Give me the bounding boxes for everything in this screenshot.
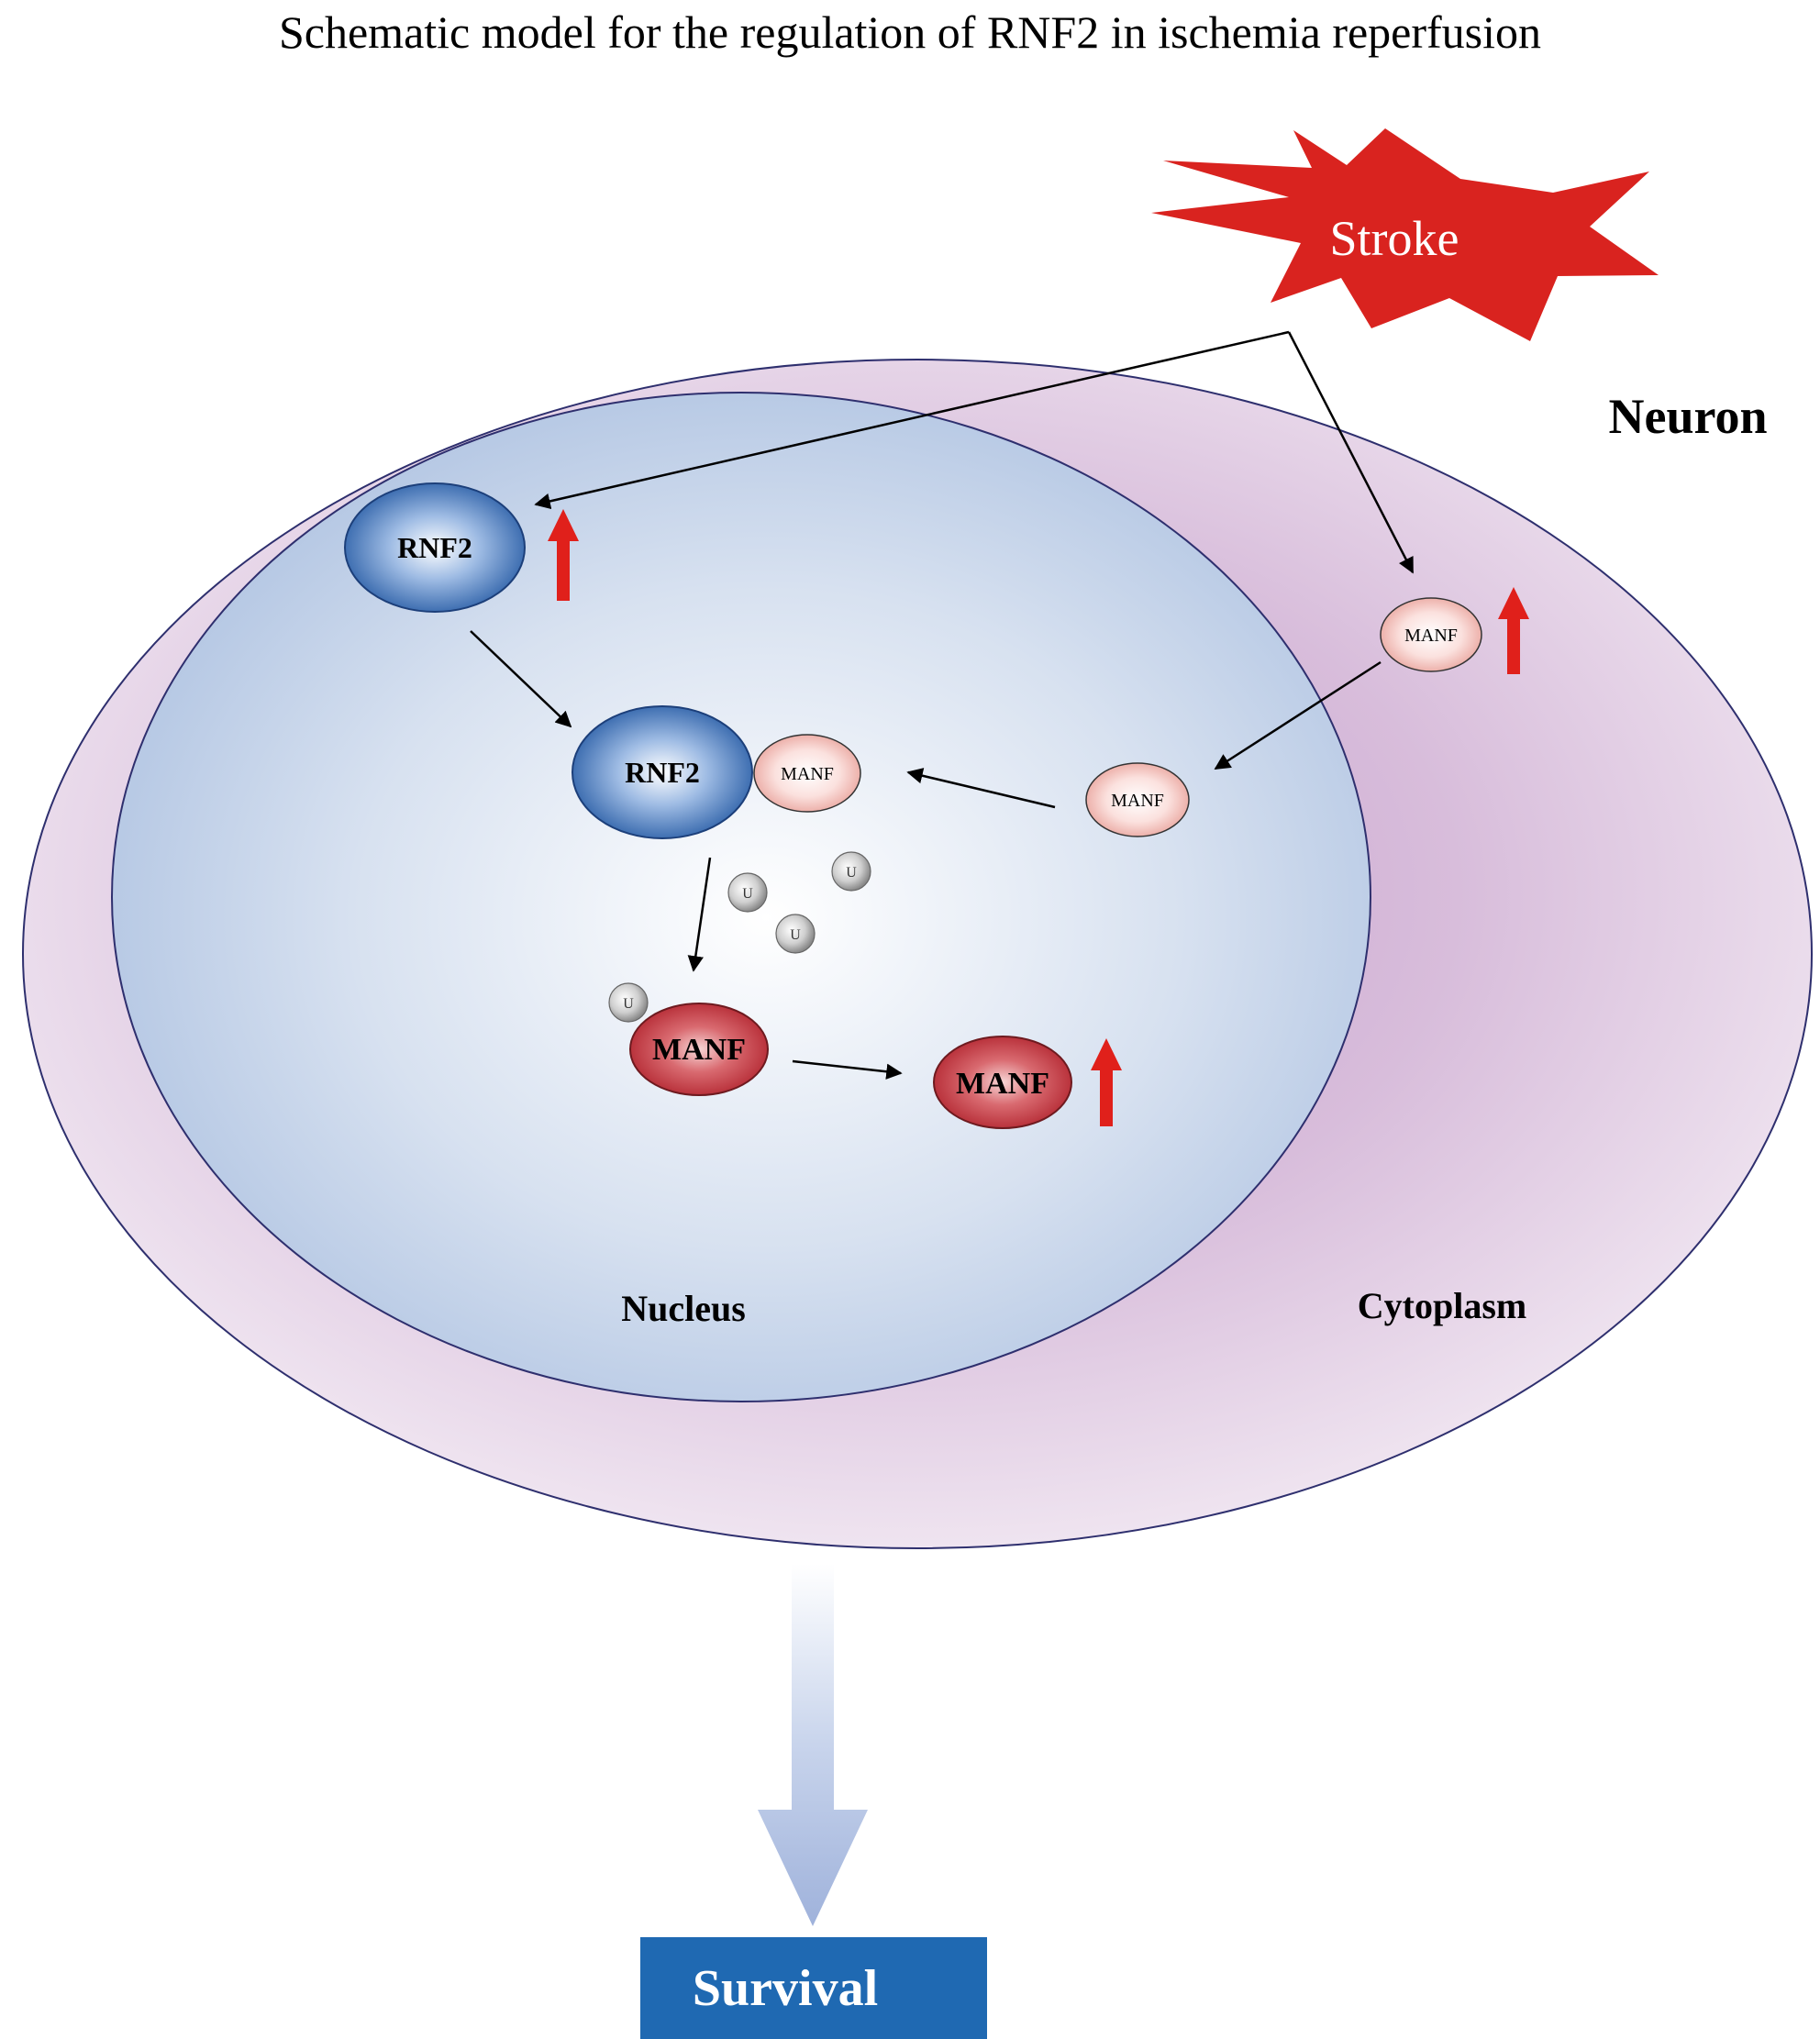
ubiquitin-free-2: [775, 914, 816, 954]
rnf2-to-complex-arrow: [470, 630, 572, 728]
rnf2-up-arrow-icon: [548, 509, 579, 601]
manf-to-complex-arrow: [906, 768, 1056, 809]
ubiquitin-label-3: U: [846, 865, 857, 881]
manf-stabilized-node: [933, 1036, 1072, 1129]
rnf2-label: RNF2: [397, 531, 472, 564]
ubiquitinated-to-stable-manf-arrow: [792, 1059, 903, 1080]
ubiquitin-free-3: [831, 851, 871, 892]
manf-ubiquitinated-label: MANF: [652, 1033, 746, 1067]
outcome-down-arrow-icon: [758, 1564, 868, 1926]
manf-cytoplasm-up-arrow-icon: [1498, 587, 1529, 674]
manf-nuclear-border-node: [1085, 762, 1190, 837]
diagram-title: Schematic model for the regulation of RN…: [279, 6, 1541, 58]
ubiquitin-attached-label: U: [623, 996, 634, 1012]
manf-cytoplasm-label: MANF: [1404, 626, 1458, 646]
ubiquitin-label-1: U: [742, 886, 753, 902]
survival-label: Survival: [693, 1960, 878, 2017]
complex-to-ubiquitination-arrow: [687, 857, 712, 972]
stroke-to-rnf2-arrow: [534, 330, 1290, 510]
manf-cytoplasm-node: [1380, 597, 1482, 672]
stroke-starburst-icon: [1151, 128, 1659, 341]
cytoplasm-label: Cytoplasm: [1358, 1285, 1526, 1326]
manf-complex-node: [753, 734, 861, 813]
nucleus-label: Nucleus: [621, 1288, 746, 1329]
manf-nuclear-border-label: MANF: [1111, 791, 1164, 811]
ubiquitin-attached: [608, 982, 649, 1023]
rnf2-complex-label: RNF2: [625, 756, 700, 789]
manf-complex-label: MANF: [781, 764, 834, 784]
survival-box: [640, 1937, 987, 2039]
manf-stabilized-up-arrow-icon: [1091, 1038, 1122, 1126]
ubiquitin-free-1: [727, 872, 768, 913]
ubiquitin-label-2: U: [790, 927, 801, 943]
neuron-label: Neuron: [1608, 389, 1767, 444]
manf-translocation-arrow: [1214, 660, 1382, 770]
manf-ubiquitinated-node: [629, 1003, 769, 1096]
stroke-to-cytoplasmic-manf-arrow: [1287, 331, 1415, 574]
rnf2-upregulated-node: [344, 482, 526, 613]
manf-stabilized-label: MANF: [956, 1067, 1049, 1101]
rnf2-complex-node: [572, 705, 753, 839]
stroke-label: Stroke: [1330, 211, 1459, 266]
